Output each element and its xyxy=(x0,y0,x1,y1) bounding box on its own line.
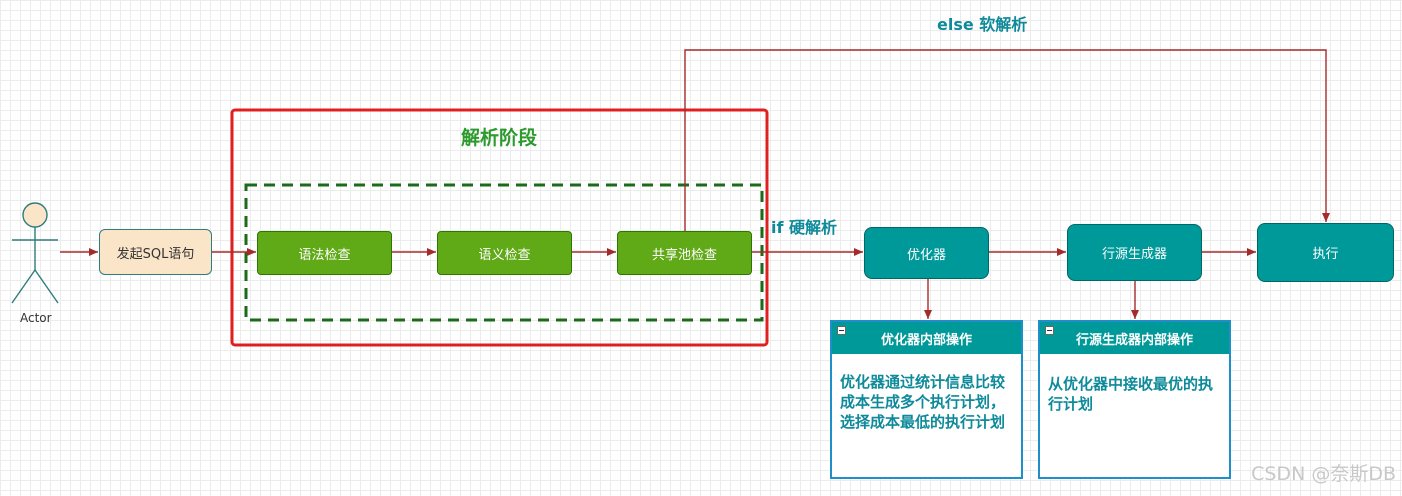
parse-stage-title: 解析阶段 xyxy=(461,127,538,149)
semantic-check-label: 语义检查 xyxy=(478,247,531,263)
watermark: CSDN @奈斯DB xyxy=(1251,463,1396,485)
arrow-soft-parse xyxy=(684,49,1330,231)
hard-parse-label: if 硬解析 xyxy=(771,218,838,237)
row-source-panel-text: 从优化器中接收最优的执行计划 xyxy=(1048,375,1214,413)
row-source-internal-panel: 行源生成器内部操作 从优化器中接收最优的执行计划 xyxy=(1038,320,1231,479)
row-source-generator-node[interactable]: 行源生成器 xyxy=(1067,224,1202,281)
optimizer-panel-text: 优化器通过统计信息比较成本生成多个执行计划，选择成本最低的执行计划 xyxy=(840,373,1006,431)
shared-pool-check-node[interactable]: 共享池检查 xyxy=(617,231,752,275)
optimizer-panel-title: 优化器内部操作 xyxy=(880,332,972,348)
soft-parse-label: else 软解析 xyxy=(937,15,1028,34)
shared-pool-check-label: 共享池检查 xyxy=(651,247,717,263)
actor-icon xyxy=(11,202,59,304)
syntax-check-node[interactable]: 语法检查 xyxy=(257,231,392,275)
row-source-generator-label: 行源生成器 xyxy=(1101,247,1167,262)
syntax-check-label: 语法检查 xyxy=(298,247,351,263)
execute-node[interactable]: 执行 xyxy=(1257,223,1394,282)
row-source-panel-header: 行源生成器内部操作 xyxy=(1040,322,1229,354)
execute-label: 执行 xyxy=(1312,247,1339,262)
collapse-icon[interactable] xyxy=(837,326,846,335)
parse-stage-frame xyxy=(230,108,769,347)
row-source-panel-title: 行源生成器内部操作 xyxy=(1075,332,1193,348)
optimizer-node[interactable]: 优化器 xyxy=(864,227,989,279)
flow-arrows xyxy=(60,49,1330,319)
optimizer-panel-header: 优化器内部操作 xyxy=(832,322,1021,354)
start-node-label: 发起SQL语句 xyxy=(116,246,195,262)
optimizer-label: 优化器 xyxy=(906,247,946,263)
semantic-check-node[interactable]: 语义检查 xyxy=(437,231,572,275)
optimizer-internal-panel: 优化器内部操作 优化器通过统计信息比较成本生成多个执行计划，选择成本最低的执行计… xyxy=(830,320,1023,479)
actor-label: Actor xyxy=(20,311,52,325)
start-node[interactable]: 发起SQL语句 xyxy=(99,229,212,275)
collapse-icon[interactable] xyxy=(1045,326,1054,335)
